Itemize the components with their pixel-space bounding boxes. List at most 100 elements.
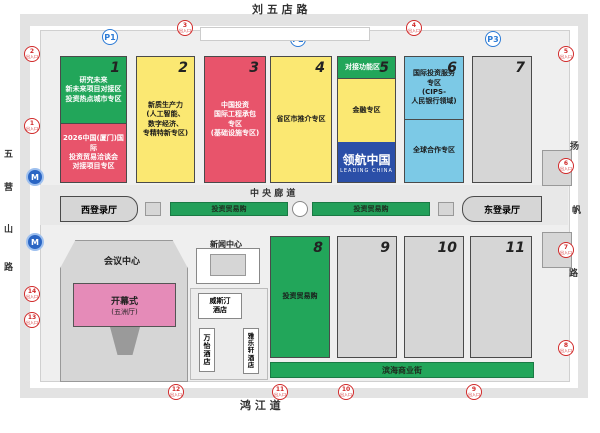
gate-12-num: 12 <box>171 386 181 393</box>
press-center-inner <box>210 254 246 276</box>
hall-5[interactable]: 对接功能区 金融专区 领航中国 LEADING CHINA 5 <box>337 56 396 183</box>
corridor-shop-left[interactable]: 投资贸易购 <box>170 202 288 216</box>
hall-10[interactable]: 10 <box>404 236 464 358</box>
metro-icon[interactable]: M <box>26 168 44 186</box>
gate-8-label: 出入口 <box>560 348 572 353</box>
hall-7[interactable]: 7 <box>472 56 532 183</box>
parking-p1-icon[interactable]: P1 <box>102 29 118 45</box>
hall-1-number: 1 <box>110 60 120 76</box>
hall-7-number: 7 <box>515 60 525 76</box>
yale-hotel-label: 雅 乐 轩 酒 店 <box>247 332 255 369</box>
hall-6-top-label: 国际投资服务 专区 (CIPS- 人民银行领域) <box>411 69 457 106</box>
street-south-label: 鸿 江 道 <box>240 399 281 412</box>
wanyi-hotel-label: 万 怡 酒 店 <box>203 333 211 367</box>
street-east-yang: 扬 <box>570 142 580 152</box>
hall-5-number: 5 <box>379 60 389 76</box>
opening-ceremony-hall[interactable]: 开幕式 (五洲厅) <box>73 283 176 327</box>
gate-7-num: 7 <box>563 244 569 251</box>
hall-11-number: 11 <box>505 240 525 256</box>
brand-leading-china: 领航中国 <box>342 152 391 167</box>
hall-3[interactable]: 中国投资 国际工程承包 专区 (基础设施专区) 3 <box>204 56 266 183</box>
hall-6-top: 国际投资服务 专区 (CIPS- 人民银行领域) <box>405 57 463 120</box>
gate-2-num: 2 <box>29 48 35 55</box>
corridor-block-left <box>145 202 161 216</box>
west-registration-hall[interactable]: 西登录厅 <box>60 196 138 222</box>
street-east-lu: 路 <box>569 269 579 279</box>
hall-9[interactable]: 9 <box>337 236 397 358</box>
hall-4-label: 省区市推介专区 <box>276 114 326 123</box>
hall-2-label: 新质生产力 (人工智能、 数字经济、 专精特新专区) <box>142 100 189 137</box>
hall-8-label: 投资贸易购 <box>282 292 318 301</box>
gate-11-num: 11 <box>275 386 285 393</box>
hall-3-label: 中国投资 国际工程承包 专区 (基础设施专区) <box>210 100 260 137</box>
metro-icon[interactable]: M <box>26 233 44 251</box>
hall-9-number: 9 <box>380 240 390 256</box>
gate-6-num: 6 <box>563 160 569 167</box>
brand-leading-china-en: LEADING CHINA <box>340 167 393 174</box>
hall-2[interactable]: 新质生产力 (人工智能、 数字经济、 专精特新专区) 2 <box>136 56 195 183</box>
parking-lot <box>200 27 370 41</box>
hall-6-bottom: 全球合作专区 <box>405 120 463 182</box>
gate-1-num: 1 <box>29 120 35 127</box>
south-road <box>20 388 588 398</box>
binhai-street[interactable]: 滨海商业街 <box>270 362 534 378</box>
east-hall-label: 东登录厅 <box>483 205 520 216</box>
opening-ceremony-subtitle: (五洲厅) <box>111 307 138 316</box>
hall-8[interactable]: 投资贸易购 8 <box>270 236 330 358</box>
gate-10-num: 10 <box>341 386 351 393</box>
westin-hotel-label: 威斯汀 酒店 <box>209 296 231 314</box>
hall-5-middle: 金融专区 <box>338 79 395 142</box>
gate-5-label: 出入口 <box>560 54 572 59</box>
gate-13-num: 13 <box>27 314 37 321</box>
corridor-block-right <box>438 202 454 216</box>
west-hall-label: 西登录厅 <box>80 205 117 216</box>
hall-6[interactable]: 国际投资服务 专区 (CIPS- 人民银行领域) 全球合作专区 6 <box>404 56 464 183</box>
hall-5-middle-label: 金融专区 <box>352 105 381 114</box>
hall-1[interactable]: 研究未来 新未来项目对接区 投资热点城市专区 2026中国(厦门)国际 投资贸易… <box>60 56 127 183</box>
corridor-shop-right[interactable]: 投资贸易购 <box>312 202 430 216</box>
hall-4-number: 4 <box>315 60 325 76</box>
yale-hotel[interactable]: 雅 乐 轩 酒 店 <box>243 328 259 374</box>
east-registration-hall[interactable]: 东登录厅 <box>462 196 542 222</box>
hall-10-number: 10 <box>437 240 457 256</box>
westin-hotel[interactable]: 威斯汀 酒店 <box>198 293 242 319</box>
hall-11[interactable]: 11 <box>470 236 532 358</box>
street-west-shan: 山 <box>4 225 14 235</box>
parking-p3-icon[interactable]: P3 <box>485 31 501 47</box>
central-corridor-label: 中 央 廊 道 <box>250 189 296 199</box>
gate-11-label: 出入口 <box>274 392 286 397</box>
gate-4-num: 4 <box>411 22 417 29</box>
opening-ceremony-title: 开幕式 <box>110 296 138 307</box>
east-side-building-top <box>542 150 572 186</box>
hall-6-bottom-label: 全球合作专区 <box>413 146 455 155</box>
gate-10-label: 出入口 <box>340 392 352 397</box>
hall-1-bottom: 2026中国(厦门)国际 投资贸易洽谈会 对接项目专区 <box>61 124 126 182</box>
binhai-street-label: 滨海商业街 <box>382 365 422 375</box>
gate-13-label: 出入口 <box>26 320 38 325</box>
wanyi-hotel[interactable]: 万 怡 酒 店 <box>199 328 215 372</box>
hall-8-number: 8 <box>313 240 323 256</box>
street-east-fan: 帆 <box>572 206 582 216</box>
gate-9-label: 出入口 <box>468 392 480 397</box>
hall-4[interactable]: 省区市推介专区 4 <box>270 56 332 183</box>
gate-4-label: 出入口 <box>408 28 420 33</box>
street-west-ying: 营 <box>4 183 14 193</box>
hall-1-bottom-label: 2026中国(厦门)国际 投资贸易洽谈会 对接项目专区 <box>63 134 124 171</box>
gate-9-num: 9 <box>471 386 477 393</box>
press-center-label: 新闻中心 <box>210 240 242 249</box>
hall-5-top-label: 对接功能区 <box>345 62 380 71</box>
